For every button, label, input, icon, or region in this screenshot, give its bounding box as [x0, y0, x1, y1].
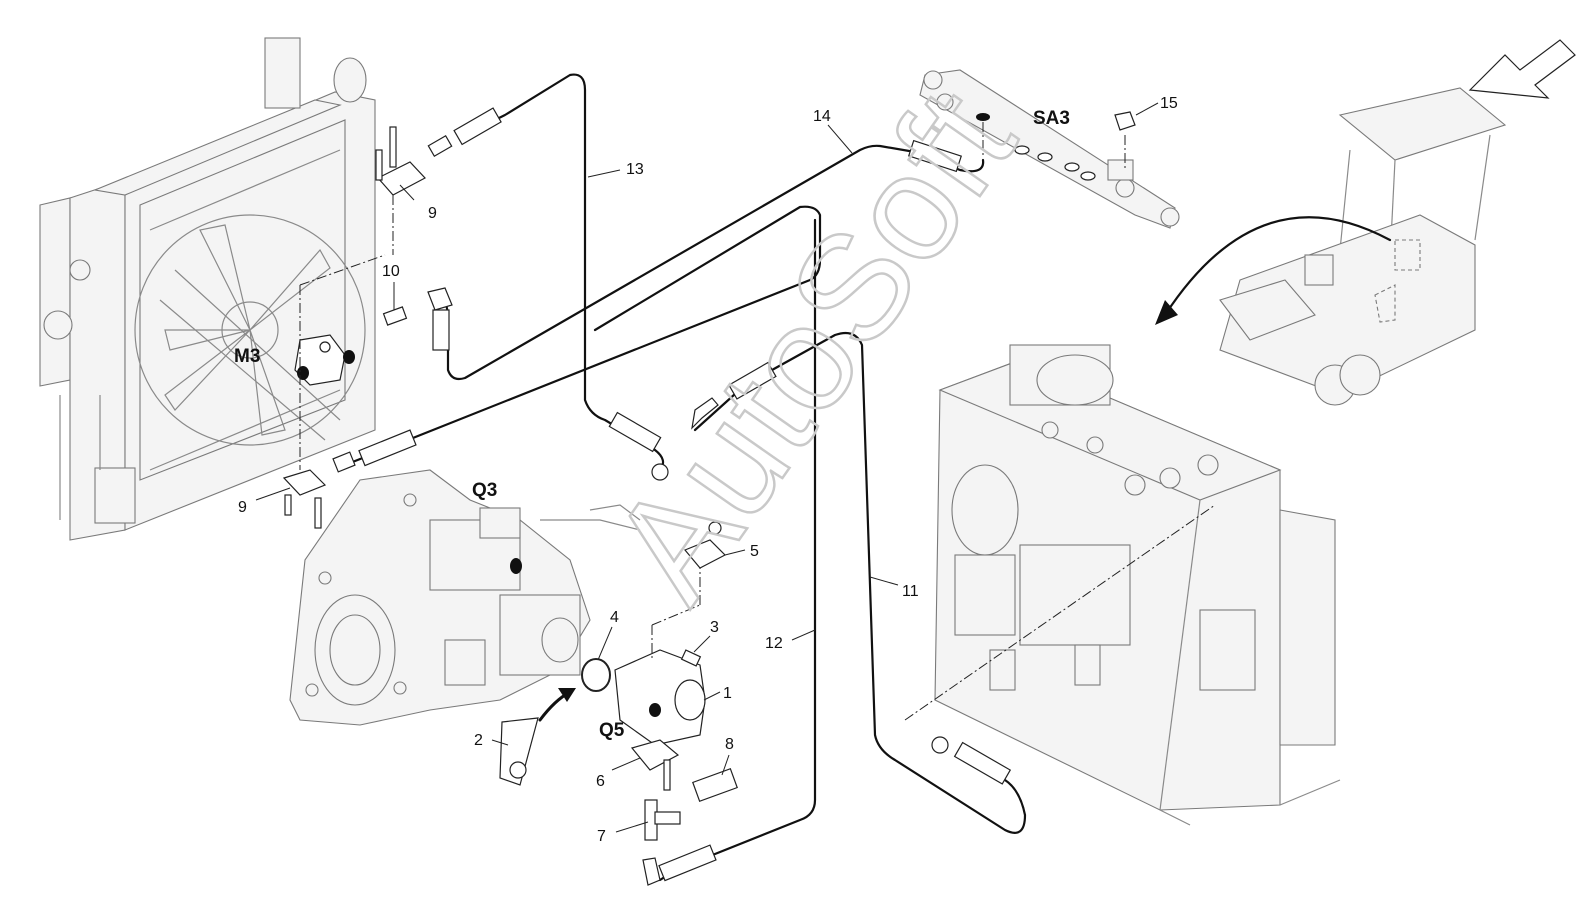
callout-4: 4	[610, 609, 619, 626]
callout-10: 10	[382, 263, 400, 280]
paver-machine-inset	[1155, 39, 1576, 406]
callout-9-lower: 9	[238, 499, 247, 516]
label-m3: M3	[234, 346, 260, 367]
callout-13: 13	[626, 161, 644, 178]
callout-5: 5	[750, 543, 759, 560]
hose-12	[642, 218, 817, 886]
hose-13	[427, 73, 669, 481]
callout-2: 2	[474, 732, 483, 749]
callout-3: 3	[710, 619, 719, 636]
callout-7: 7	[597, 828, 606, 845]
label-sa3: SA3	[1033, 108, 1070, 129]
label-q5: Q5	[599, 720, 625, 741]
callout-14: 14	[813, 108, 831, 125]
callout-15: 15	[1160, 95, 1178, 112]
callout-6: 6	[596, 773, 605, 790]
component-labels: M3 Q3 Q5 SA3	[234, 108, 1070, 741]
fan	[134, 214, 366, 446]
callout-1: 1	[723, 685, 732, 702]
callout-9-upper: 9	[428, 205, 437, 222]
callout-12: 12	[765, 635, 783, 652]
hose-11	[691, 331, 1216, 834]
pump-gearbox-assembly	[289, 469, 641, 726]
label-q3: Q3	[472, 480, 497, 501]
callouts: 1 2 3 4 5 6 7 8 9 9 10 11 12 13 14 15	[238, 95, 1178, 845]
pump-q5	[499, 521, 738, 841]
fan-motor-m3	[282, 126, 426, 529]
callout-8: 8	[725, 736, 734, 753]
callout-11: 11	[902, 583, 919, 600]
leader-lines	[255, 102, 1159, 833]
radiator-cooler-assembly	[39, 37, 376, 541]
hose-14	[427, 139, 985, 381]
hydraulic-tank-assembly	[934, 344, 1341, 826]
distribution-block-sa3	[919, 69, 1180, 229]
